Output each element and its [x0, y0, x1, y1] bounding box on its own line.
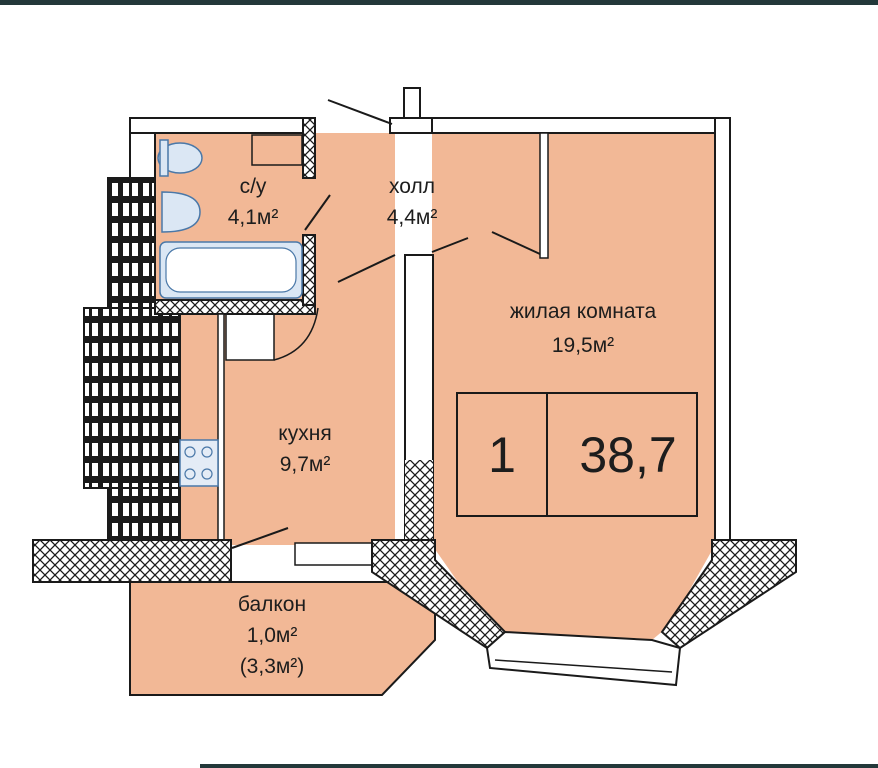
hall-entrance-stub	[389, 117, 433, 134]
toilet-icon	[157, 142, 203, 174]
balcony-door	[231, 527, 289, 549]
bay-window	[485, 630, 682, 687]
living-wall-right	[714, 117, 731, 547]
wardrobe-divider	[539, 132, 549, 259]
bath-wall-left	[129, 132, 156, 179]
kitchen-area: 9,7м²	[280, 453, 331, 476]
hall-name: холл	[389, 175, 435, 198]
brick-wall-upper	[107, 177, 156, 309]
entrance-door	[327, 99, 393, 125]
top-frame-bar	[0, 0, 878, 5]
balcony-slab-left	[32, 539, 232, 583]
total-area: 38,7	[579, 427, 676, 483]
balcony-area-full: (3,3м²)	[240, 655, 305, 678]
sink-icon	[161, 191, 201, 233]
brick-wall-lower	[83, 307, 181, 489]
bathroom-area: 4,1м²	[228, 206, 279, 229]
balcony-area: 1,0м²	[247, 624, 298, 647]
kitchen-ledge	[225, 311, 275, 361]
living-room-floor	[432, 133, 715, 640]
entrance-column	[403, 87, 421, 119]
hall-door	[337, 254, 396, 283]
stove-icon	[179, 439, 219, 487]
washer-icon	[251, 134, 303, 166]
living-door	[431, 237, 469, 253]
bathroom-door	[304, 194, 331, 231]
hall-area: 4,4м²	[387, 206, 438, 229]
summary-frame	[456, 392, 698, 517]
bottom-frame-bar	[200, 764, 878, 768]
living-wall-top	[431, 117, 731, 134]
kitchen-door-arc	[273, 307, 319, 361]
bathroom-name: с/у	[240, 175, 267, 198]
bath-right-wall	[302, 117, 316, 179]
bath-right-wall-low	[302, 234, 316, 306]
hall-kitchen-floor	[220, 133, 395, 545]
bathroom-wall-top	[129, 117, 316, 134]
floor-areas	[129, 133, 715, 696]
balcony-door-sill	[294, 542, 376, 566]
partition-hatch	[405, 460, 433, 545]
balcony-name: балкон	[238, 593, 306, 616]
living-room-name: жилая комната	[510, 300, 657, 323]
brick-wall-base	[107, 487, 181, 541]
wardrobe-door	[491, 231, 541, 255]
kitchen-name: кухня	[278, 422, 331, 445]
rooms-count: 1	[488, 427, 516, 483]
bath-partition	[154, 299, 316, 315]
summary-box: 1 38,7	[456, 392, 698, 517]
doors	[231, 99, 541, 549]
living-room-area: 19,5м²	[552, 334, 614, 357]
bathroom-fixtures	[157, 134, 303, 487]
balcony-floor	[129, 581, 436, 696]
room-labels: с/у 4,1м² холл 4,4м² жилая комната 19,5м…	[228, 175, 657, 678]
kitchen-thin-wall	[217, 313, 225, 546]
walls	[32, 87, 797, 687]
